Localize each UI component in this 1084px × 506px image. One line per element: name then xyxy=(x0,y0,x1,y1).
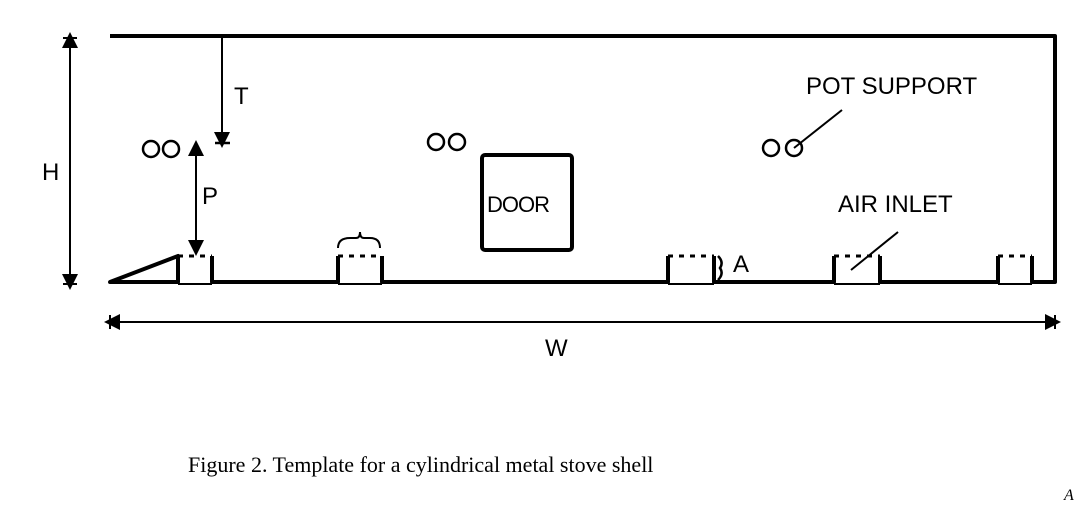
notch-brace xyxy=(337,231,381,249)
label-p: P xyxy=(202,183,218,210)
label-door: DOOR xyxy=(487,192,549,217)
label-pot-support: POT SUPPORT xyxy=(806,73,977,100)
air-inlet-notches xyxy=(178,254,1032,285)
pot-support-leader xyxy=(793,109,843,149)
label-a: A xyxy=(733,251,749,278)
door-opening xyxy=(480,153,574,252)
shell-outline xyxy=(108,34,1057,284)
corner-mark: A xyxy=(1063,487,1074,504)
label-air-inlet: AIR INLET xyxy=(838,191,953,218)
pot-support-holes xyxy=(141,132,804,159)
label-w: W xyxy=(545,335,568,362)
figure-caption: Figure 2. Template for a cylindrical met… xyxy=(188,452,654,477)
label-h: H xyxy=(42,159,59,186)
air-dimension-bracket xyxy=(717,255,723,281)
air-inlet-leader xyxy=(850,231,899,271)
label-t: T xyxy=(234,83,249,110)
